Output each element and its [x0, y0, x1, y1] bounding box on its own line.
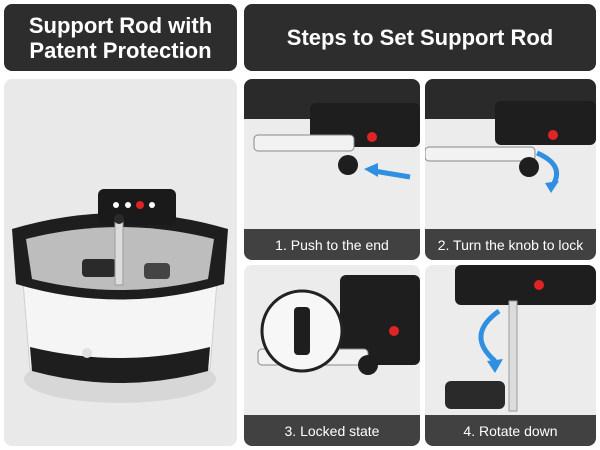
rotate-down-arrow-icon [487, 359, 503, 373]
banner-left-line2: Patent Protection [29, 37, 212, 63]
banner-support-rod: Support Rod with Patent Protection [4, 4, 237, 71]
rotate-arrow-icon [545, 181, 559, 193]
step-4-illustration [445, 265, 596, 412]
step-4-caption: 4. Rotate down [425, 415, 596, 446]
step-2-illustration [425, 79, 596, 193]
step-3-caption: 3. Locked state [244, 415, 420, 446]
foot-spa-illustration [12, 189, 228, 403]
step-3-illustration [257, 275, 420, 375]
banner-steps-title: Steps to Set Support Rod [244, 4, 596, 71]
product-photo [4, 79, 237, 446]
step-1-caption: 1. Push to the end [244, 229, 420, 260]
step-4-panel: 4. Rotate down [425, 265, 596, 446]
push-arrow-icon [364, 163, 378, 177]
step-2-panel: 2. Turn the knob to lock [425, 79, 596, 260]
banner-left-line1: Support Rod with [28, 12, 213, 38]
step-3-panel: 3. Locked state [244, 265, 420, 446]
step-1-panel: 1. Push to the end [244, 79, 420, 260]
step-1-illustration [244, 79, 420, 180]
step-2-caption: 2. Turn the knob to lock [425, 229, 596, 260]
